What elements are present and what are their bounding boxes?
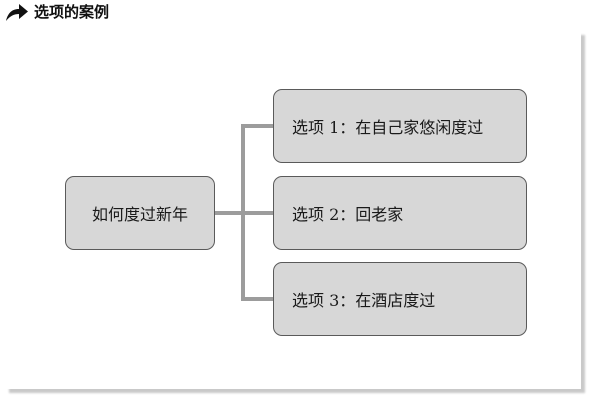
page-title: 选项的案例 [34, 3, 110, 21]
option-node-2: 选项 2：回老家 [273, 176, 527, 250]
option-node-3: 选项 3：在酒店度过 [273, 262, 527, 336]
curved-arrow-icon [6, 4, 28, 21]
root-node: 如何度过新年 [65, 176, 215, 250]
page-header: 选项的案例 [4, 0, 109, 24]
option-node-1: 选项 1：在自己家悠闲度过 [273, 89, 527, 163]
